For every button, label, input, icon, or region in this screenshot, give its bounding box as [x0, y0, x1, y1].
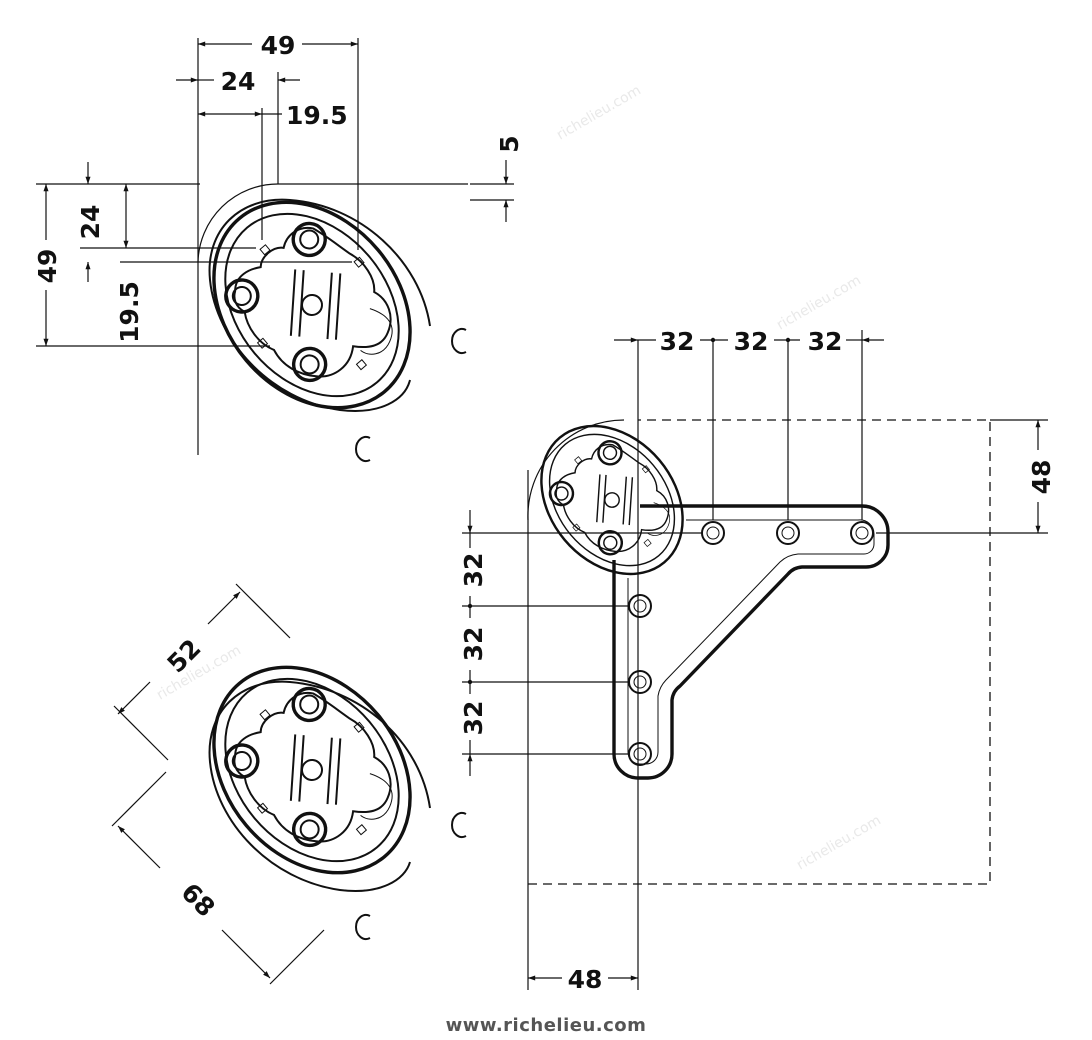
dim-top-height-24: 24	[76, 205, 105, 240]
dim-spacing-h-2: 32	[734, 327, 769, 356]
dim-top-width-49: 49	[261, 31, 296, 60]
bottom-c-symbol-1	[451, 812, 467, 838]
top-view: 49 24 19.5 5 49 24 19.5	[33, 31, 524, 462]
dim-top-height-49: 49	[33, 249, 62, 284]
dim-right-height-48: 48	[1027, 460, 1056, 495]
watermark-text-1: richelieu.com	[554, 82, 644, 143]
top-c-symbol-1	[451, 328, 467, 354]
top-c-symbol-2	[355, 436, 371, 462]
dim-spacing-h-3: 32	[808, 327, 843, 356]
top-corner-outline	[197, 183, 468, 455]
watermark-text-4: richelieu.com	[794, 812, 884, 873]
bottom-view: 52 68	[111, 583, 467, 985]
bracket-view: 32 32 32 48 32 32 32 48	[459, 327, 1056, 994]
dim-oval-major-68: 68	[175, 877, 220, 922]
dim-bottom-width-48: 48	[568, 965, 603, 994]
dim-spacing-h-1: 32	[660, 327, 695, 356]
bracket-plate	[511, 396, 713, 604]
dim-top-width-19-5: 19.5	[286, 101, 348, 130]
footer-url: www.richelieu.com	[446, 1015, 647, 1036]
bottom-c-symbol-2	[355, 914, 371, 940]
dim-spacing-v-1: 32	[459, 553, 488, 588]
dim-spacing-v-3: 32	[459, 701, 488, 736]
dim-top-gap-5: 5	[495, 135, 524, 152]
top-guard-arc	[208, 198, 431, 412]
watermark-text-2: richelieu.com	[774, 272, 864, 333]
dim-top-width-24: 24	[221, 67, 256, 96]
dim-spacing-v-2: 32	[459, 627, 488, 662]
dim-top-height-19-5: 19.5	[115, 281, 144, 343]
bracket-body	[612, 504, 890, 780]
bottom-guard-arc	[208, 680, 431, 892]
cabinet-outline-dashed	[528, 419, 991, 885]
